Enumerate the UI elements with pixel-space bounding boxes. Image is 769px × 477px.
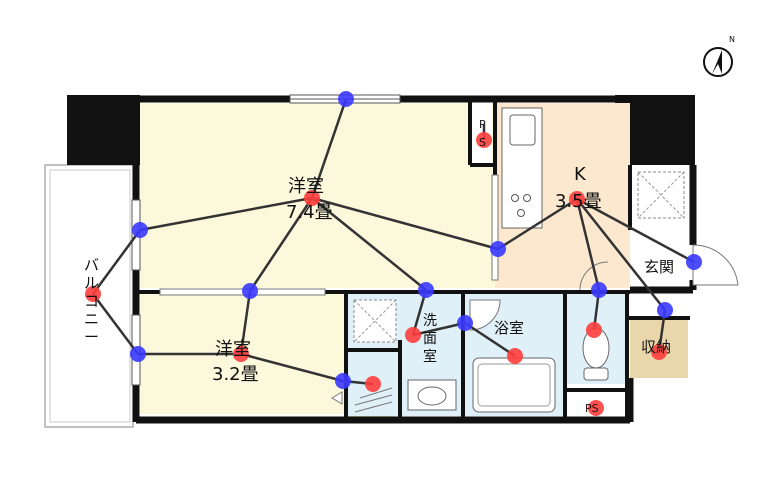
room-size-large: 7.4畳 <box>286 202 333 223</box>
door-node <box>457 315 473 331</box>
washroom-char: 洗 <box>423 313 437 329</box>
balcony-char: ー <box>84 328 99 346</box>
bathtub <box>472 357 556 413</box>
room-node <box>85 286 101 302</box>
washer-space <box>353 299 397 343</box>
door-node <box>418 282 434 298</box>
washroom-door <box>469 299 501 331</box>
room-node <box>586 322 602 338</box>
graph-nodes <box>85 91 702 416</box>
ps-bottom-label: PS <box>585 402 599 415</box>
graph-edges <box>91 98 695 386</box>
door-node <box>338 91 354 107</box>
bathroom-name: 浴室 <box>494 319 524 337</box>
room-node <box>476 132 492 148</box>
room-node <box>405 327 421 343</box>
balcony-char: コ <box>84 292 99 310</box>
room-node <box>365 376 381 392</box>
balcony-char: ニ <box>84 310 99 328</box>
balcony-char: ル <box>84 274 99 292</box>
room-node <box>651 344 667 360</box>
door-node <box>335 373 351 389</box>
door-node <box>490 241 506 257</box>
stove-burner <box>511 194 519 202</box>
room-name-small: 洋室 <box>215 339 251 360</box>
storage-name: 収納 <box>641 338 671 356</box>
ps-top-char: P <box>479 118 486 131</box>
kitchen-door <box>491 174 499 281</box>
room-node <box>588 400 604 416</box>
room-node <box>233 346 249 362</box>
balcony-char: バ <box>84 256 99 274</box>
door-node <box>242 283 258 299</box>
kitchen-name: K <box>574 164 587 185</box>
entrance-door <box>692 244 739 286</box>
entrance-floor <box>630 165 690 290</box>
toilet-door <box>579 261 609 291</box>
door-node <box>130 346 146 362</box>
room-node <box>304 190 320 206</box>
room-name-large: 洋室 <box>288 176 324 197</box>
door-node <box>132 222 148 238</box>
room-size-small: 3.2畳 <box>212 364 259 385</box>
washroom-char: 面 <box>423 331 437 347</box>
door-node <box>657 302 673 318</box>
compass-icon <box>703 47 733 77</box>
door-node <box>591 282 607 298</box>
room-node <box>569 191 585 207</box>
kitchen-size: 3.5畳 <box>555 191 602 212</box>
entrance-name: 玄関 <box>644 258 674 276</box>
washroom-char: 室 <box>423 348 437 365</box>
stove-burner <box>523 194 531 202</box>
closet-lines <box>354 387 393 413</box>
fridge-space <box>637 171 685 219</box>
wall-block <box>67 95 140 165</box>
room-node <box>507 348 523 364</box>
ps-top-char: S <box>479 136 486 149</box>
stove-burner <box>517 209 525 217</box>
compass-letter: N <box>729 35 735 44</box>
door-node <box>686 254 702 270</box>
